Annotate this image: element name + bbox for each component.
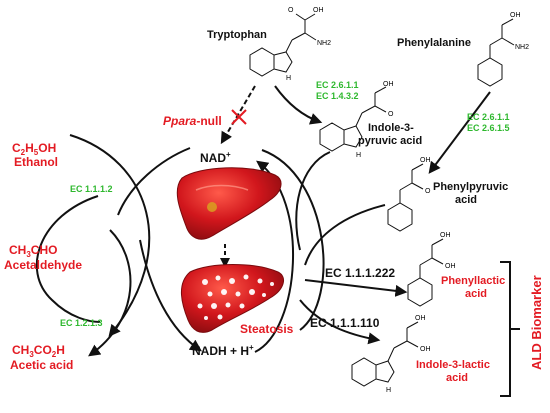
phe-nh2: NH2: [515, 44, 529, 51]
phenyllactic-label-1: Phenyllactic: [441, 275, 505, 287]
indolelactic-structure: [351, 321, 419, 387]
phenylpyruvic-o: O: [425, 188, 431, 195]
nad-label: NAD+: [200, 150, 231, 165]
indolepyruvic-h: H: [356, 152, 361, 159]
ppara-null-label: Ppara-null: [163, 114, 222, 128]
enzyme-aldh: EC 1.2.1.3: [60, 318, 103, 328]
indolepyruvic-structure: [319, 86, 387, 152]
tryptophan-structure: [249, 13, 317, 77]
indolepyruvic-to-cycle-arc: [295, 151, 331, 251]
enzyme-ec110: EC 1.1.1.110: [310, 316, 380, 330]
to-phenyllactic-arrow: [304, 279, 408, 297]
indolelactic-oh1: OH: [415, 315, 426, 322]
acetaldehyde-cycle-arc: [35, 195, 101, 323]
ethanol-cycle: [35, 134, 202, 357]
tryptophan-to-nad-dashed-arrow: [220, 85, 256, 145]
enzyme-trp-1: EC 2.6.1.1: [316, 80, 359, 90]
enzyme-phe-1: EC 2.6.1.1: [467, 112, 510, 122]
tryptophan-label: Tryptophan: [207, 29, 267, 41]
phenyllactic-oh1: OH: [440, 232, 451, 239]
nadh-arc-left: [139, 239, 202, 352]
phenyllactic-label-2: acid: [465, 288, 487, 300]
trp-o: O: [288, 7, 294, 14]
blocked-x-icon: [231, 109, 247, 125]
phenylalanine-to-phenylpyruvic-arrow: [428, 91, 491, 174]
phe-oh: OH: [510, 12, 521, 19]
enzyme-adh: EC 1.1.1.2: [70, 184, 113, 194]
trp-h: H: [286, 75, 291, 82]
indolepyruvic-label-2: pyruvic acid: [358, 135, 422, 147]
enzyme-phe-2: EC 2.6.1.5: [467, 123, 510, 133]
indolepyruvic-o: O: [388, 111, 394, 118]
biomarker-label: ALD Biomarker: [529, 275, 544, 370]
indolelactic-label-2: acid: [446, 372, 468, 384]
indolelactic-oh2: OH: [420, 346, 431, 353]
indolepyruvic-oh: OH: [383, 81, 394, 88]
phenyllactic-structure: [407, 238, 444, 307]
enzyme-trp-2: EC 1.4.3.2: [316, 91, 359, 101]
phenylpyruvic-to-cycle-arc: [304, 204, 386, 266]
acetaldehyde-to-acetic-arc: [88, 229, 132, 357]
acetic-acid-formula: CH3CO2H: [12, 343, 65, 359]
liver-healthy-icon: [176, 167, 282, 240]
trp-nh2: NH2: [317, 40, 331, 47]
phenylalanine-structure: [477, 18, 515, 87]
ethanol-name: Ethanol: [14, 155, 58, 169]
phenylpyruvic-label-2: acid: [455, 194, 477, 206]
trp-oh: OH: [313, 7, 324, 14]
steatosis-label: Steatosis: [240, 322, 294, 336]
nad-to-ethanol-arc: [117, 147, 191, 216]
ethanol-to-nadh-arc: [69, 134, 151, 337]
phenyllactic-oh2: OH: [445, 263, 456, 270]
indolelactic-h: H: [386, 387, 391, 394]
phenylalanine-label: Phenylalanine: [397, 37, 471, 49]
phenylpyruvic-structure: [387, 163, 424, 232]
enzyme-ec222: EC 1.1.1.222: [325, 266, 395, 280]
acetaldehyde-name: Acetaldehyde: [4, 258, 82, 272]
indolelactic-label-1: Indole-3-lactic: [416, 359, 490, 371]
phenylpyruvic-label-1: Phenylpyruvic: [433, 181, 508, 193]
indolepyruvic-label-1: Indole-3-: [368, 122, 414, 134]
liver-steatosis-icon: [181, 264, 285, 333]
nadh-label: NADH + H+: [192, 343, 254, 358]
biomarker-bracket: [500, 261, 520, 397]
to-indolelactic-arrow: [299, 299, 381, 345]
tryptophan-to-indolepyruvic-arrow: [274, 85, 323, 125]
acetaldehyde-formula: CH3CHO: [9, 243, 57, 259]
acetic-acid-name: Acetic acid: [10, 358, 73, 372]
phenylpyruvic-oh: OH: [420, 157, 431, 164]
